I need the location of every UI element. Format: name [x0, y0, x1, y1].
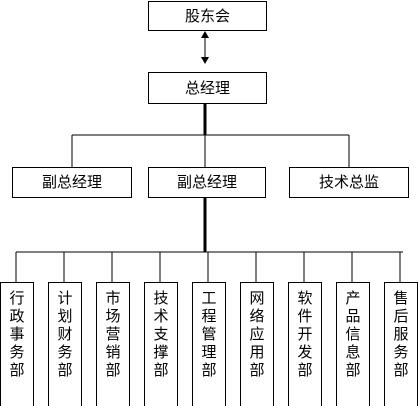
- department-box: 网络应用部: [240, 282, 274, 406]
- department-char: 信: [345, 325, 361, 343]
- department-char: 络: [249, 307, 265, 325]
- arrow-down-icon: [201, 57, 209, 64]
- department-char: 理: [201, 343, 217, 361]
- department-char: 场: [105, 307, 121, 325]
- department-char: 息: [345, 343, 361, 361]
- department-char: 部: [249, 361, 265, 379]
- department-char: 行: [9, 289, 25, 307]
- department-char: 软: [297, 289, 313, 307]
- vice-gm-box-1: 副总经理: [12, 167, 132, 198]
- department-box: 行政事务部: [0, 282, 34, 406]
- department-char: 划: [57, 307, 73, 325]
- department-char: 发: [297, 343, 313, 361]
- department-char: 件: [297, 307, 313, 325]
- department-char: 部: [201, 361, 217, 379]
- department-char: 开: [297, 325, 313, 343]
- department-char: 务: [9, 343, 25, 361]
- department-char: 市: [105, 289, 121, 307]
- department-char: 技: [153, 289, 169, 307]
- department-char: 服: [393, 325, 409, 343]
- department-char: 部: [393, 361, 409, 379]
- department-char: 销: [105, 343, 121, 361]
- department-box: 工程管理部: [192, 282, 226, 406]
- department-box: 计划财务部: [48, 282, 82, 406]
- vice-gm-box-2: 副总经理: [148, 167, 266, 198]
- department-box: 产品信息部: [336, 282, 370, 406]
- department-char: 撑: [153, 343, 169, 361]
- department-char: 部: [345, 361, 361, 379]
- department-char: 部: [153, 361, 169, 379]
- department-char: 用: [249, 343, 265, 361]
- department-char: 网: [249, 289, 265, 307]
- department-char: 政: [9, 307, 25, 325]
- department-char: 术: [153, 307, 169, 325]
- arrow-up-icon: [201, 31, 209, 38]
- department-char: 计: [57, 289, 73, 307]
- department-box: 市场营销部: [96, 282, 130, 406]
- department-char: 营: [105, 325, 121, 343]
- department-char: 务: [393, 343, 409, 361]
- department-char: 部: [297, 361, 313, 379]
- department-char: 后: [393, 307, 409, 325]
- shareholders-box: 股东会: [148, 1, 267, 31]
- technical-director-box: 技术总监: [289, 167, 409, 198]
- department-char: 产: [345, 289, 361, 307]
- department-char: 事: [9, 325, 25, 343]
- department-box: 技术支撑部: [144, 282, 178, 406]
- department-char: 品: [345, 307, 361, 325]
- department-char: 财: [57, 325, 73, 343]
- department-char: 部: [105, 361, 121, 379]
- department-char: 应: [249, 325, 265, 343]
- department-char: 售: [393, 289, 409, 307]
- department-char: 部: [9, 361, 25, 379]
- general-manager-box: 总经理: [148, 72, 267, 104]
- department-box: 软件开发部: [288, 282, 322, 406]
- department-char: 部: [57, 361, 73, 379]
- department-char: 支: [153, 325, 169, 343]
- department-char: 管: [201, 325, 217, 343]
- department-char: 务: [57, 343, 73, 361]
- department-box: 售后服务部: [384, 282, 418, 406]
- department-char: 工: [201, 289, 217, 307]
- department-char: 程: [201, 307, 217, 325]
